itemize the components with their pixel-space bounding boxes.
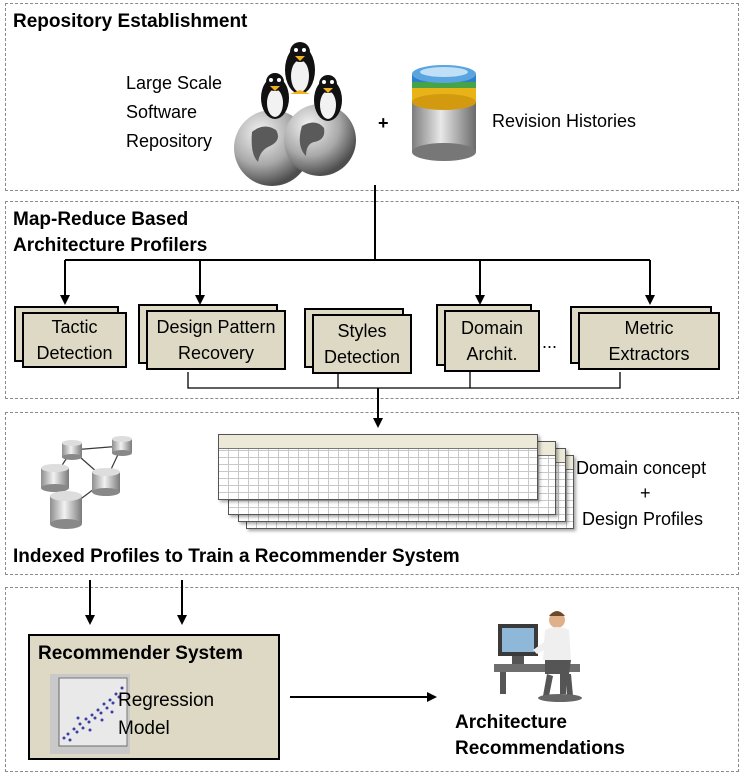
profiler-design-pattern-line1: Design Pattern [156, 317, 276, 337]
profiler-styles-line1: Styles [337, 321, 387, 341]
indexed-profiles-panel [5, 412, 739, 575]
scatter-plot-icon [50, 674, 130, 754]
profiler-metric-line2: Extractors [608, 344, 690, 364]
section-title-repository: Repository Establishment [13, 11, 248, 32]
profiler-ellipsis: ... [542, 332, 558, 352]
revision-histories-label: Revision Histories [492, 111, 637, 131]
profiler-design-pattern-line2: Recovery [177, 343, 254, 363]
repository-establishment-panel [5, 3, 739, 191]
section-title-profilers-line2: Architecture Profilers [13, 235, 208, 256]
profiler-tactic-line2: Detection [36, 343, 113, 363]
section-title-indexed-profiles: Indexed Profiles to Train a Recommender … [13, 546, 460, 567]
profiler-domain-line1: Domain [460, 318, 524, 338]
profiler-tactic-line1: Tactic [51, 317, 98, 337]
plus-sign: + [378, 113, 389, 133]
profile-label-plus: + [640, 483, 651, 503]
recommender-system-box: Recommender System Regression Model [28, 634, 280, 760]
recommender-panel [5, 587, 739, 772]
architecture-recommendations-line2: Recommendations [455, 738, 625, 759]
section-title-profilers-line1: Map-Reduce Based [13, 209, 189, 230]
profile-label-line1: Domain concept [576, 458, 707, 478]
repo-label-line2: Software [126, 102, 198, 122]
profiler-metric-line1: Metric [624, 318, 674, 338]
profiler-domain-line2: Archit. [466, 344, 518, 364]
profiler-styles-line2: Detection [323, 347, 401, 367]
regression-model-line1: Regression [118, 690, 215, 711]
architecture-recommendations-line1: Architecture [455, 712, 567, 733]
architecture-profilers-panel [5, 201, 739, 399]
repo-label-line1: Large Scale [126, 73, 223, 93]
profile-label-line2: Design Profiles [582, 509, 704, 529]
recommender-system-title: Recommender System [38, 643, 243, 664]
regression-model-line2: Model [118, 718, 170, 739]
repo-label-line3: Repository [126, 131, 213, 151]
